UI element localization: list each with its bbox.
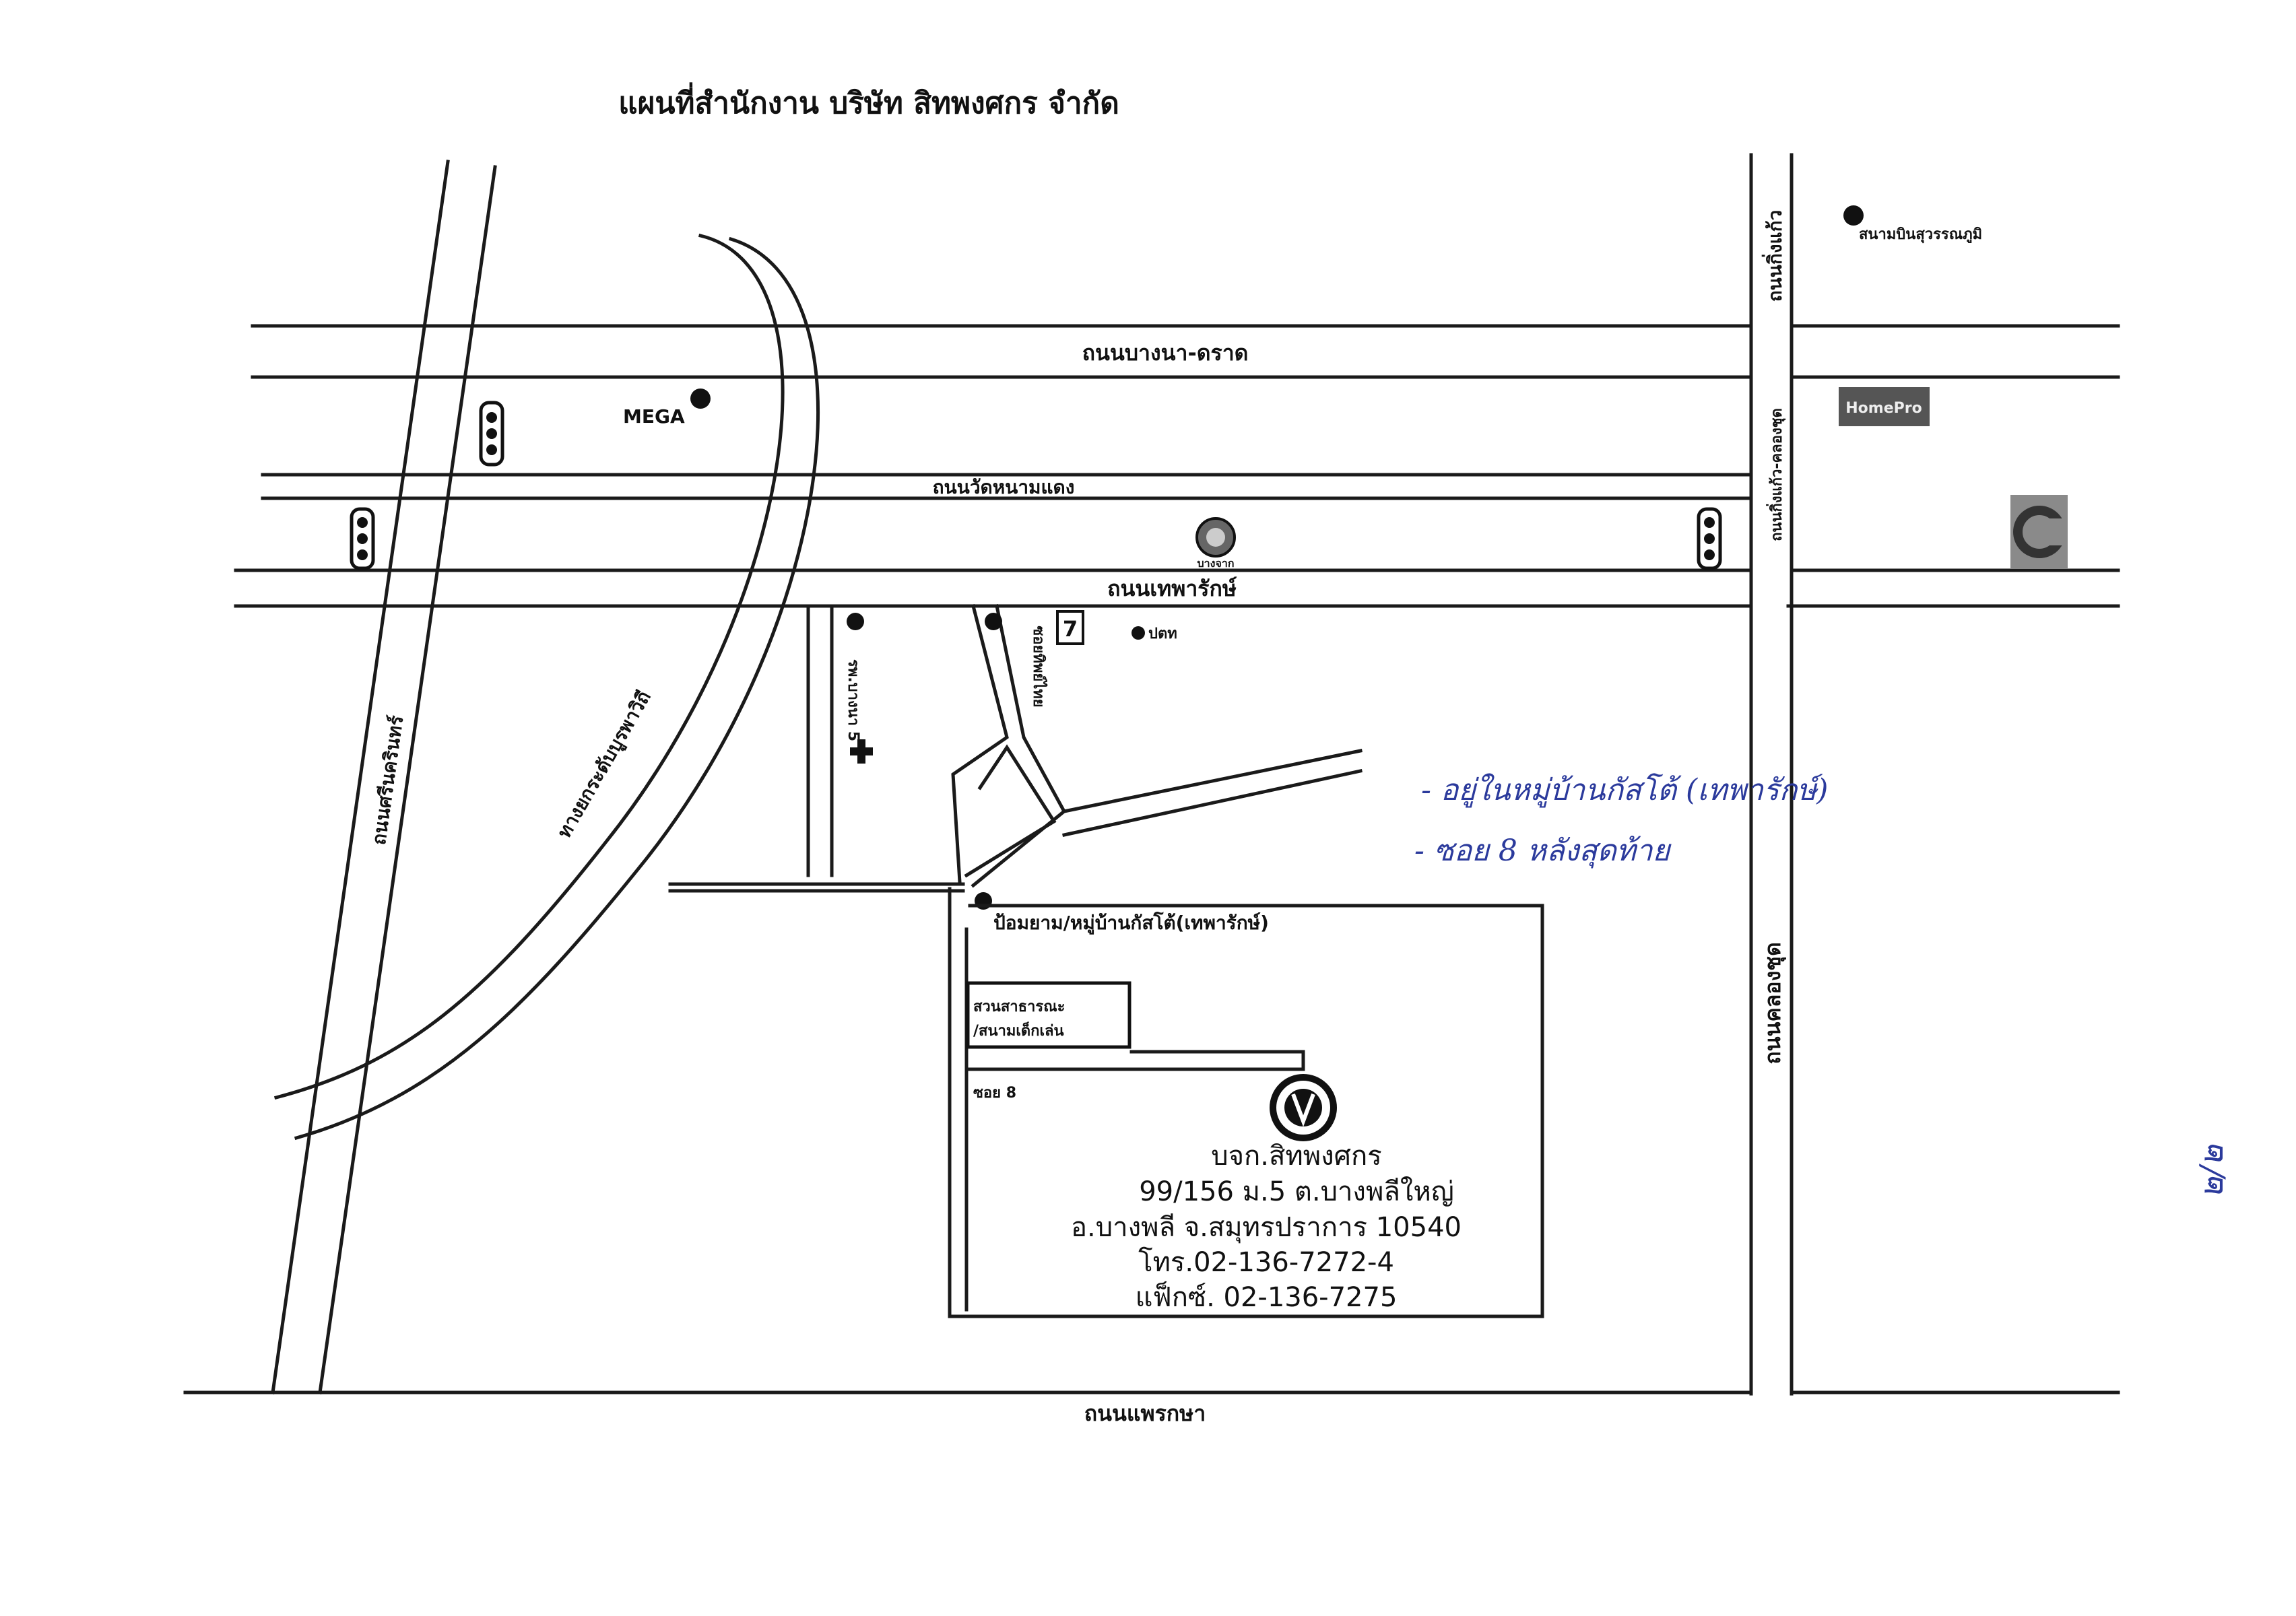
road-soi-tipthai-west xyxy=(951,603,1009,884)
road-east-branch-top xyxy=(1062,749,1363,813)
label-hospital: รพ.บางนา 5 xyxy=(845,659,861,741)
label-bangna-trad: ถนนบางนา-ดราด xyxy=(1082,340,1249,366)
ptt-logo-icon xyxy=(1131,626,1145,640)
traffic-light-icon xyxy=(479,401,504,467)
label-thepharak: ถนนเทพารักษ์ xyxy=(1107,576,1237,601)
company-address-line2: อ.บางพลี จ.สมุทรปราการ 10540 xyxy=(1071,1212,1462,1244)
hospital-marker-icon xyxy=(847,613,864,630)
label-soi-tipthai: ซอยทิพย์ไทย xyxy=(1030,626,1048,707)
road-srinakarin-east xyxy=(318,165,497,1394)
homepro-logo: HomePro xyxy=(1839,387,1930,426)
handwritten-note-village: - อยู่ในหมู่บ้านกัสโต้ (เทพารักษ์) xyxy=(1421,773,1828,808)
convenience-store-logo-icon: 7 xyxy=(1056,610,1084,645)
label-ptt: ปตท xyxy=(1148,626,1177,642)
label-king-kaeo-khlong-chut: ถนนกิ่งแก้ว-คลองชุด xyxy=(1765,408,1786,541)
hospital-cross-icon xyxy=(850,739,873,764)
company-phone: โทร.02-136-7272-4 xyxy=(1138,1247,1394,1278)
traffic-light-icon xyxy=(1697,507,1722,570)
label-park-line2: /สนามเด็กเล่น xyxy=(973,1021,1064,1040)
airport-marker-icon xyxy=(1843,205,1864,226)
label-soi-8: ซอย 8 xyxy=(973,1085,1016,1102)
shop-logo-icon xyxy=(2010,495,2068,569)
label-khlong-chut: ถนนคลองชุด xyxy=(1760,942,1787,1064)
soi-marker-icon xyxy=(985,613,1002,630)
handwritten-note-soi: - ซอย 8 หลังสุดท้าย xyxy=(1414,834,1672,869)
park-box xyxy=(966,981,1131,1049)
label-mega: MEGA xyxy=(623,405,685,428)
label-checkpoint: ป้อมยาม/หมู่บ้านกัสโต้(เทพารักษ์) xyxy=(993,911,1269,935)
label-expressway: ทางยกระดับบูรพาวิถี xyxy=(553,687,656,842)
label-park-line1: สวนสาธารณะ xyxy=(973,999,1065,1015)
company-logo-icon xyxy=(1270,1074,1337,1141)
company-name: บจก.สิทพงศกร xyxy=(1211,1141,1382,1172)
map-title: แผนที่สำนักงาน บริษัท สิทพงศกร จำกัด xyxy=(618,82,1119,121)
svg-text:7: 7 xyxy=(1063,616,1078,642)
traffic-light-icon xyxy=(350,507,375,570)
handwritten-page-mark: ๒/๒ xyxy=(2193,1145,2231,1199)
road-soi-inner xyxy=(964,744,1057,878)
label-phraeksa: ถนนแพรกษา xyxy=(1084,1401,1206,1426)
expressway-outer xyxy=(273,233,785,1100)
road-srinakarin-west xyxy=(271,160,450,1394)
gas-station-logo-icon: บางจาก xyxy=(1195,517,1236,570)
svg-text:HomePro: HomePro xyxy=(1845,400,1922,417)
mega-marker-icon xyxy=(690,389,711,409)
company-address-line1: 99/156 ม.5 ต.บางพลีใหญ่ xyxy=(1139,1176,1454,1207)
company-fax: แฟ็กซ์. 02-136-7275 xyxy=(1136,1281,1398,1313)
svg-text:บางจาก: บางจาก xyxy=(1198,557,1235,570)
label-wat-nam-daeng: ถนนวัดหนามแดง xyxy=(933,476,1075,498)
label-airport: สนามบินสุวรรณภูมิ xyxy=(1859,226,1982,244)
road-east-branch-bottom xyxy=(1062,769,1363,837)
expressway-inner xyxy=(294,236,820,1141)
label-king-kaeo: ถนนกิ่งแก้ว xyxy=(1761,210,1786,302)
road-soi-tipthai-east xyxy=(971,604,1067,888)
